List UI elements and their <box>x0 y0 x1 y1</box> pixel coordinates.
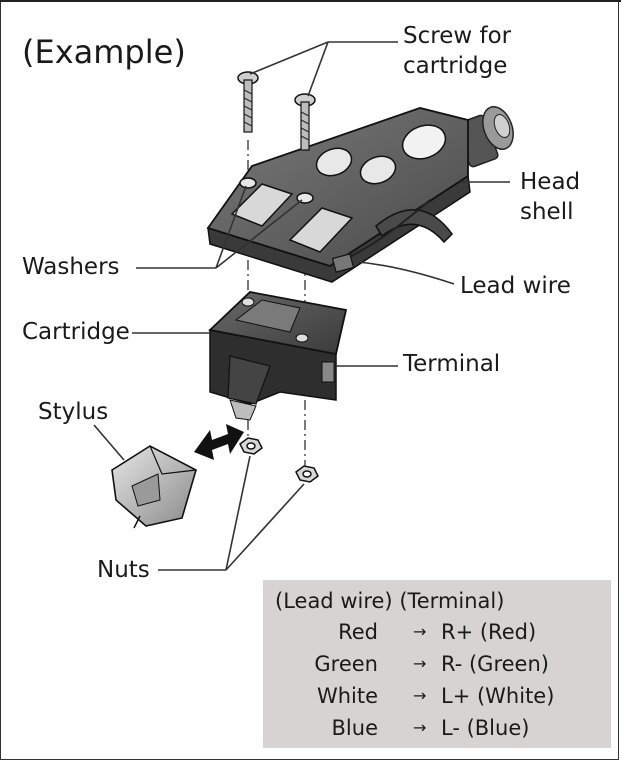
diagram-title: (Example) <box>22 33 186 71</box>
legend-row: Red → R+ (Red) <box>263 617 611 647</box>
legend-wire-color: Blue <box>331 716 378 740</box>
legend-wire-color: White <box>316 684 378 708</box>
arrow-icon: → <box>413 654 427 673</box>
label-washers: Washers <box>22 254 120 280</box>
label-screw-line1: Screw for <box>403 23 512 49</box>
legend-wire-color: Green <box>314 652 378 676</box>
legend-row: White → L+ (White) <box>263 681 611 711</box>
cartridge <box>208 291 348 421</box>
arrow-icon: → <box>413 622 427 641</box>
legend-terminal: L+ (White) <box>441 684 555 708</box>
wiring-legend: (Lead wire) (Terminal) Red → R+ (Red) Gr… <box>263 580 611 748</box>
legend-row: Blue → L- (Blue) <box>263 713 611 743</box>
legend-row: Green → R- (Green) <box>263 649 611 679</box>
label-head-line1: Head <box>520 169 581 195</box>
legend-terminal: R- (Green) <box>441 652 549 676</box>
label-screw-line2: cartridge <box>403 53 508 79</box>
top-border <box>0 0 621 2</box>
screws <box>237 71 316 151</box>
legend-header: (Lead wire) (Terminal) <box>275 586 504 616</box>
double-arrow <box>194 424 244 460</box>
arrow-icon: → <box>413 718 427 737</box>
label-nuts: Nuts <box>97 557 150 583</box>
stylus <box>111 445 197 529</box>
label-stylus: Stylus <box>38 399 109 425</box>
legend-wire-color: Red <box>338 620 378 644</box>
nuts <box>239 437 319 483</box>
legend-header-lead-wire: (Lead wire) <box>275 589 393 613</box>
legend-terminal: L- (Blue) <box>441 716 530 740</box>
legend-header-terminal: (Terminal) <box>399 589 505 613</box>
label-terminal: Terminal <box>403 351 501 377</box>
legend-terminal: R+ (Red) <box>441 620 537 644</box>
arrow-icon: → <box>413 686 427 705</box>
label-lead-wire: Lead wire <box>460 273 571 299</box>
head-shell <box>206 106 514 283</box>
label-head-line2: shell <box>520 199 574 225</box>
leader-lines <box>93 41 510 571</box>
label-cartridge: Cartridge <box>22 319 130 345</box>
